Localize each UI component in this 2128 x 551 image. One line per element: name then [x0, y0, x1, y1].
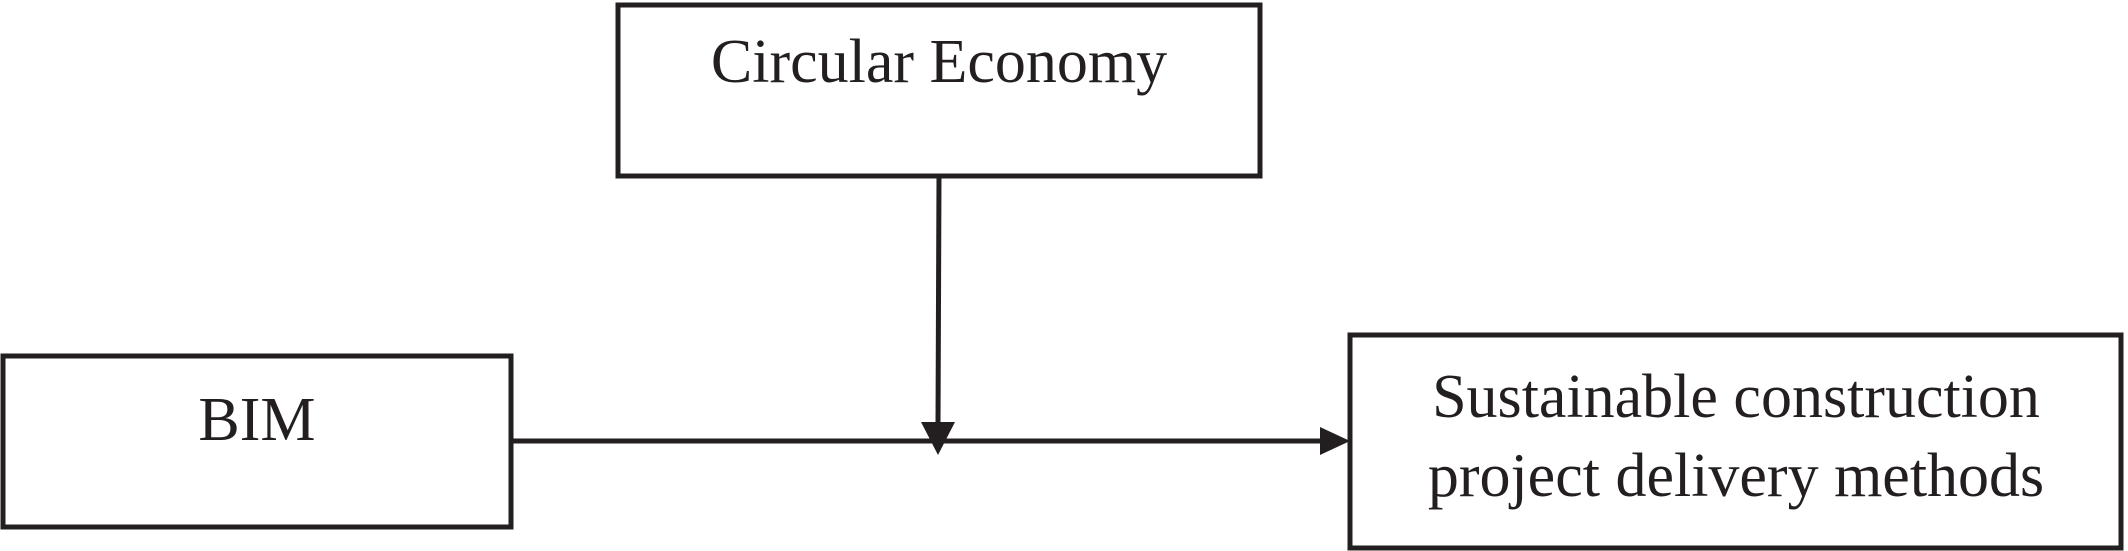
circular-economy-box	[615, 2, 1263, 179]
node-outcome: Sustainable construction project deliver…	[1347, 332, 2124, 551]
bim-box	[0, 353, 514, 530]
node-circular-economy: Circular Economy	[615, 2, 1263, 179]
bim-to-outcome-arrowhead	[1320, 427, 1350, 455]
moderation-arrowhead	[921, 422, 955, 455]
bim-label: BIM	[198, 386, 315, 454]
node-bim: BIM	[0, 353, 514, 530]
outcome-label-line-1: Sustainable construction	[1432, 363, 2040, 431]
outcome-box	[1347, 332, 2124, 551]
circular-economy-label: Circular Economy	[711, 28, 1167, 96]
outcome-label-line-2: project delivery methods	[1428, 442, 2044, 510]
moderation-line	[935, 175, 942, 426]
edge-bim-to-outcome	[511, 427, 1350, 455]
edge-moderation	[921, 175, 955, 455]
